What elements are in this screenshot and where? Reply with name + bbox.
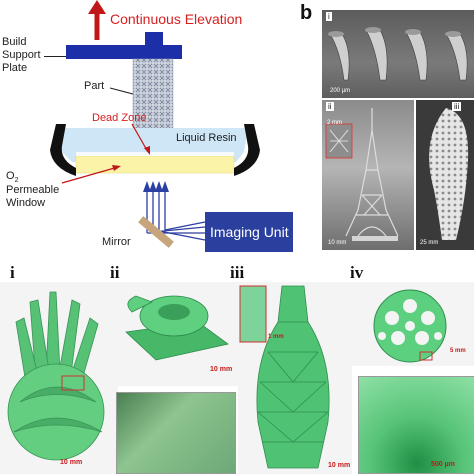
green-vase-photo: 1 mm 10 mm: [238, 282, 352, 474]
numeral-b-i: i: [326, 12, 332, 21]
numeral-c-iv: iv: [350, 263, 364, 282]
scale-c-iv: 500 µm: [431, 461, 455, 468]
scale-b-ii: 10 mm: [328, 240, 347, 246]
mirror: [138, 216, 174, 248]
scale-b-i: 200 µm: [330, 88, 351, 94]
panel-letter-b: b: [300, 2, 313, 24]
plate-stem: [145, 32, 163, 46]
part-label: Part: [84, 80, 105, 92]
sphere-closeup-inset: 500 µm: [358, 376, 474, 474]
build-support-plate: [66, 45, 182, 59]
green-sphere-photo: 5 mm: [352, 282, 474, 366]
build-plate-label: Build Support Plate: [2, 36, 41, 74]
scale-c-i: 10 mm: [60, 459, 83, 466]
shoe-sole-photo: iii 25 mm: [416, 100, 474, 250]
permeable-window: [75, 155, 235, 174]
inset-scale-b-ii: 2 mm: [327, 120, 342, 126]
scale-c-iii: 10 mm: [328, 462, 351, 469]
surface-closeup-inset: [116, 392, 236, 474]
numeral-c-iii: iii: [230, 263, 245, 282]
elevation-label: Continuous Elevation: [110, 11, 243, 27]
o2-label: O2: [6, 170, 19, 185]
cdlp-schematic: [50, 0, 293, 252]
window-label: Permeable Window: [6, 184, 60, 209]
inset-scale-c-iii: 1 mm: [268, 334, 284, 340]
imaging-unit-box: [205, 212, 293, 252]
green-pump-photo: 10 mm: [112, 282, 240, 386]
green-pinecone-photo: 10 mm: [0, 282, 118, 474]
mirror-label: Mirror: [102, 236, 131, 248]
numeral-b-ii: ii: [326, 102, 334, 111]
numeral-b-iii: iii: [452, 102, 462, 111]
imaging-unit-label: Imaging Unit: [210, 224, 289, 240]
numeral-c-ii: ii: [110, 263, 120, 282]
liquid-resin-label: Liquid Resin: [176, 132, 237, 144]
dead-zone-label: Dead Zone: [92, 112, 147, 124]
light-rays: [143, 181, 206, 241]
inset-scale-c-iv: 5 mm: [450, 348, 466, 354]
elevation-arrow: [88, 0, 106, 40]
vat-wall: [50, 124, 76, 176]
numeral-c-i: i: [10, 263, 15, 282]
sem-micro-cones-photo: i 200 µm: [322, 10, 474, 98]
dead-zone: [76, 152, 234, 156]
build-plate-pointer: [44, 56, 66, 57]
scale-b-iii: 25 mm: [420, 240, 439, 246]
scale-c-ii: 10 mm: [210, 366, 233, 373]
vat-wall: [234, 124, 260, 176]
eiffel-tower-photo: ii 2 mm 10 mm: [322, 100, 414, 250]
